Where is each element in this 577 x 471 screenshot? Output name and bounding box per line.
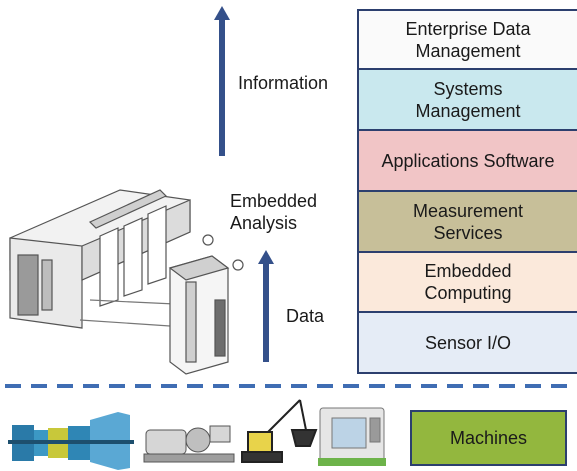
layer-sensor-io: Sensor I/O <box>359 313 577 372</box>
layer-stack: Enterprise Data Management Systems Manag… <box>357 9 577 374</box>
cnc-machine-icon <box>318 407 386 466</box>
hardware-chassis-illustration <box>9 189 244 375</box>
layer-systems-management: Systems Management <box>359 70 577 131</box>
information-arrow <box>214 6 230 156</box>
embedded-analysis-label: Embedded Analysis <box>230 191 318 233</box>
machines-box: Machines <box>410 410 567 466</box>
excavator-icon <box>241 399 318 463</box>
information-label: Information <box>238 73 329 93</box>
turbine-icon <box>8 412 134 470</box>
pump-icon <box>143 425 235 463</box>
layer-embedded-computing: Embedded Computing <box>359 253 577 313</box>
data-arrow <box>258 250 274 362</box>
layer-enterprise-data-management: Enterprise Data Management <box>359 11 577 70</box>
layer-applications-software: Applications Software <box>359 131 577 192</box>
data-label: Data <box>286 306 325 326</box>
layer-measurement-services: Measurement Services <box>359 192 577 253</box>
